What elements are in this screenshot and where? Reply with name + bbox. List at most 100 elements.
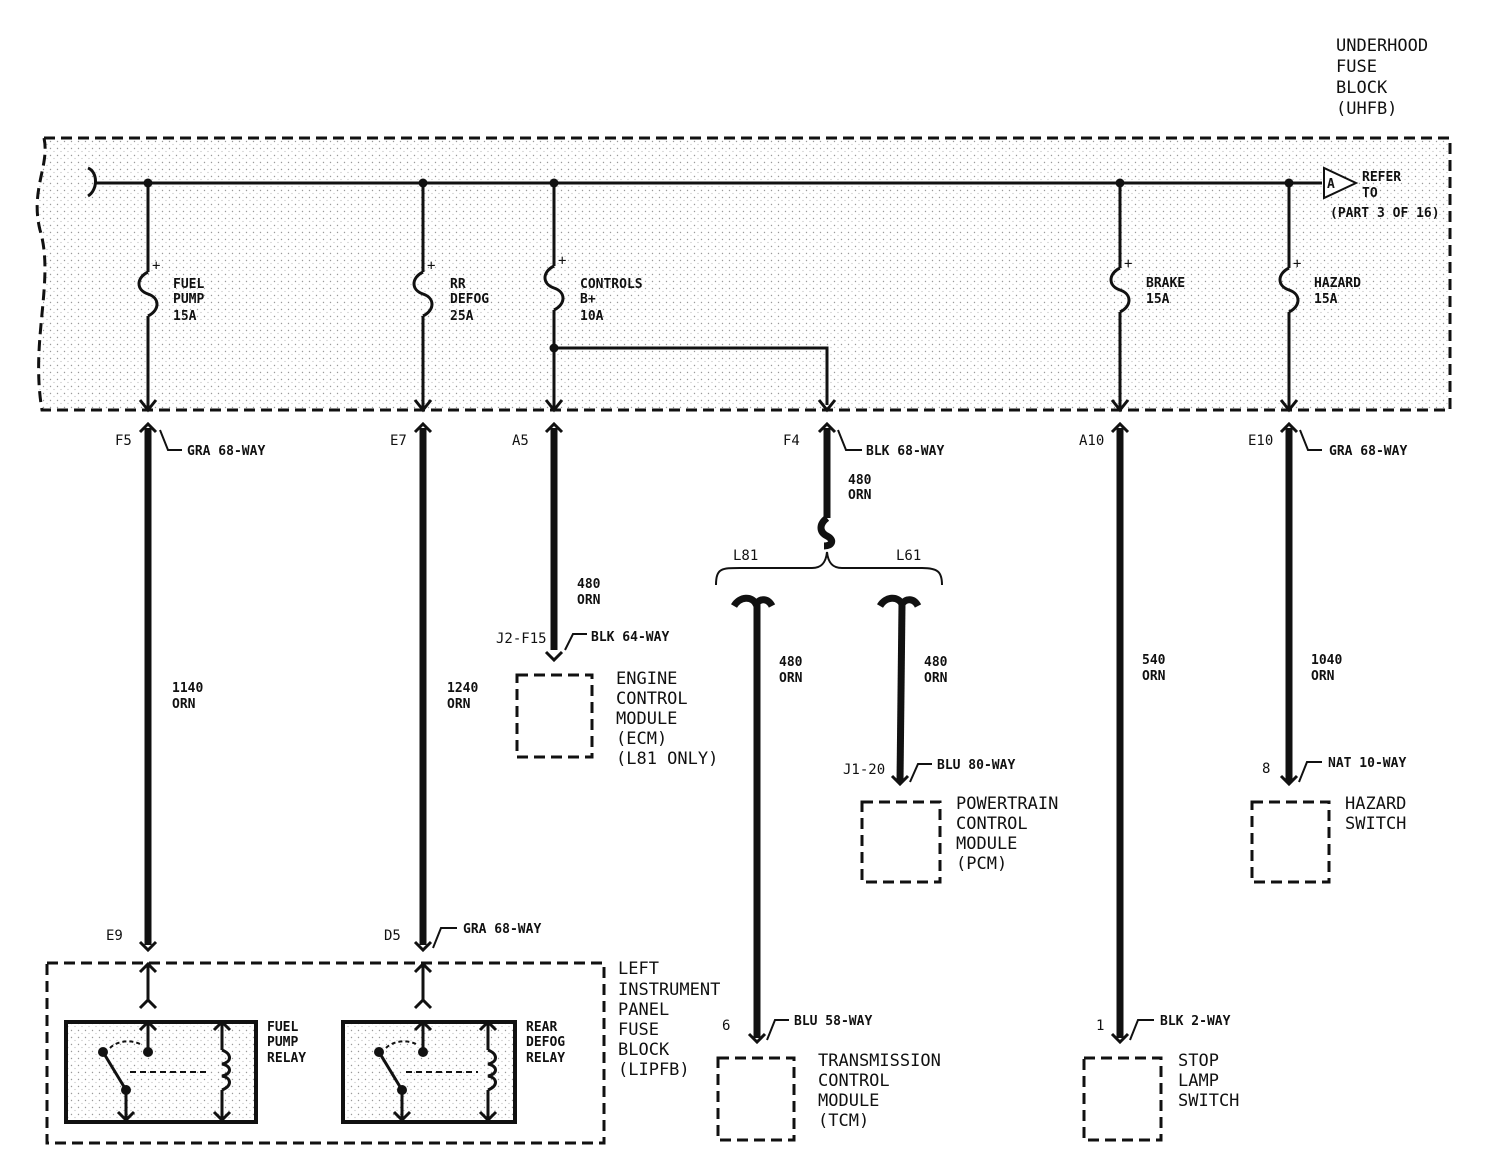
pin-8: 8	[1262, 761, 1270, 777]
pin-1: 1	[1096, 1018, 1104, 1034]
tcm-label-l1: TRANSMISSION	[818, 1051, 941, 1071]
lipfb-label-l1: LEFT	[618, 959, 659, 979]
ecm-label-l1: ENGINE	[616, 669, 677, 689]
refer-line2: TO	[1362, 186, 1378, 201]
pcm-label-l4: (PCM)	[956, 854, 1007, 874]
uhfb-label-line4: (UHFB)	[1336, 99, 1397, 119]
fuse-fuel-pump-l2: PUMP	[173, 292, 204, 307]
uhfb-label: UNDERHOOD FUSE BLOCK (UHFB)	[1336, 36, 1428, 119]
fuse-rr-defog: + RR DEFOG 25A	[412, 183, 489, 410]
fuse-polarity-5: +	[1293, 256, 1301, 272]
rear-defog-relay-l2: DEFOG	[526, 1035, 565, 1050]
conn-blu58: BLU 58-WAY	[794, 1014, 872, 1029]
wire-480-f4-num: 480	[848, 473, 872, 488]
wire-1040: 1040 ORN	[1285, 428, 1342, 782]
pin-a5: A5	[512, 433, 529, 449]
wire-1240: 1240 ORN	[419, 428, 478, 945]
wire-480-pcm-num: 480	[924, 655, 948, 670]
pin-e10: E10	[1248, 433, 1273, 449]
wire-1040-color: ORN	[1311, 669, 1335, 684]
rear-defog-relay: REAR DEFOG RELAY	[341, 1019, 565, 1124]
fuse-hazard-l2: 15A	[1314, 292, 1338, 307]
hazard-switch-label-l1: HAZARD	[1345, 794, 1406, 814]
fuel-pump-relay-l1: FUEL	[267, 1020, 298, 1035]
lipfb-label-l3: PANEL	[618, 1000, 669, 1020]
wire-540-num: 540	[1142, 653, 1166, 668]
pin-a10: A10	[1079, 433, 1104, 449]
wire-480-pcm-color: ORN	[924, 671, 948, 686]
wire-480-pcm: 480 ORN	[877, 594, 948, 783]
hazard-switch-label-l2: SWITCH	[1345, 814, 1406, 834]
fuse-rr-defog-l1: RR	[450, 277, 466, 292]
pcm-label-l2: CONTROL	[956, 814, 1028, 834]
refer-badge: A	[1327, 177, 1335, 192]
conn-blu80: BLU 80-WAY	[937, 758, 1015, 773]
ecm-label-l3: MODULE	[616, 709, 677, 729]
fuse-controls: + CONTROLS B+ 10A	[543, 183, 829, 410]
pin-j2-f15: J2-F15	[496, 631, 547, 647]
wire-480-ecm: 480 ORN	[544, 428, 601, 663]
conn-gra68-a: GRA 68-WAY	[187, 444, 265, 459]
fuse-controls-l2: B+	[580, 292, 596, 307]
conn-blk68: BLK 68-WAY	[866, 444, 944, 459]
fuel-pump-relay-l2: PUMP	[267, 1035, 298, 1050]
fuse-rr-defog-l3: 25A	[450, 309, 474, 324]
pin-e9: E9	[106, 928, 123, 944]
option-l61: L61	[896, 548, 921, 564]
wire-480-f4-color: ORN	[848, 488, 872, 503]
wire-1140-num: 1140	[172, 681, 203, 696]
fuse-fuel-pump-l3: 15A	[173, 309, 197, 324]
pin-6: 6	[722, 1018, 730, 1034]
wire-480-ecm-num: 480	[577, 577, 601, 592]
wire-480-f4: 480 ORN	[817, 428, 872, 550]
pcm-label-l1: POWERTRAIN	[956, 794, 1058, 814]
lipfb-label-l5: BLOCK	[618, 1040, 670, 1060]
tcm-label-l2: CONTROL	[818, 1071, 890, 1091]
pcm-component: J1-20 BLU 80-WAY POWERTRAIN CONTROL MODU…	[843, 758, 1058, 884]
uhfb-label-line2: FUSE	[1336, 57, 1377, 77]
wire-540-color: ORN	[1142, 669, 1166, 684]
ecm-label-l5: (L81 ONLY)	[616, 749, 718, 769]
pin-e7: E7	[390, 433, 407, 449]
refer-to-flag: A REFER TO (PART 3 OF 16)	[1323, 166, 1440, 221]
conn-nat10: NAT 10-WAY	[1328, 756, 1406, 771]
ecm-label-l2: CONTROL	[616, 689, 688, 709]
lipfb-label-l4: FUSE	[618, 1020, 659, 1040]
lipfb-label-l2: INSTRUMENT	[618, 980, 720, 1000]
tcm-label-l3: MODULE	[818, 1091, 879, 1111]
stop-lamp-switch-component: 1 BLK 2-WAY STOP LAMP SWITCH	[1082, 1014, 1239, 1142]
fuse-polarity-1: +	[152, 258, 160, 274]
fuse-brake-l1: BRAKE	[1146, 276, 1185, 291]
fuse-controls-l3: 10A	[580, 309, 604, 324]
pin-d5: D5	[384, 928, 401, 944]
wire-1140: 1140 ORN	[144, 428, 203, 945]
tcm-label-l4: (TCM)	[818, 1111, 869, 1131]
conn-blk2: BLK 2-WAY	[1160, 1014, 1231, 1029]
fuse-polarity-2: +	[427, 258, 435, 274]
rear-defog-relay-l1: REAR	[526, 1020, 557, 1035]
stop-lamp-label-l2: LAMP	[1178, 1071, 1219, 1091]
fuse-brake: + BRAKE 15A	[1109, 183, 1185, 410]
wire-480-tcm: 480 ORN	[731, 594, 803, 1038]
ecm-label-l4: (ECM)	[616, 729, 667, 749]
refer-line1: REFER	[1362, 170, 1401, 185]
underhood-fuse-block	[35, 136, 1452, 412]
wire-1240-color: ORN	[447, 697, 471, 712]
fuel-pump-relay: FUEL PUMP RELAY	[64, 1019, 306, 1124]
ecm-component: J2-F15 BLK 64-WAY ENGINE CONTROL MODULE …	[496, 630, 718, 769]
wire-1240-num: 1240	[447, 681, 478, 696]
fuse-brake-l2: 15A	[1146, 292, 1170, 307]
uhfb-label-line3: BLOCK	[1336, 78, 1388, 98]
pin-f4: F4	[783, 433, 800, 449]
uhfb-label-line1: UNDERHOOD	[1336, 36, 1428, 56]
wire-1140-color: ORN	[172, 697, 196, 712]
stop-lamp-label-l3: SWITCH	[1178, 1091, 1239, 1111]
wire-480-ecm-color: ORN	[577, 593, 601, 608]
fuse-polarity-3: +	[558, 253, 566, 269]
pcm-label-l3: MODULE	[956, 834, 1017, 854]
wire-480-tcm-color: ORN	[779, 671, 803, 686]
pin-f5: F5	[115, 433, 132, 449]
fuse-polarity-4: +	[1124, 256, 1132, 272]
tcm-component: 6 BLU 58-WAY TRANSMISSION CONTROL MODULE…	[716, 1014, 941, 1142]
